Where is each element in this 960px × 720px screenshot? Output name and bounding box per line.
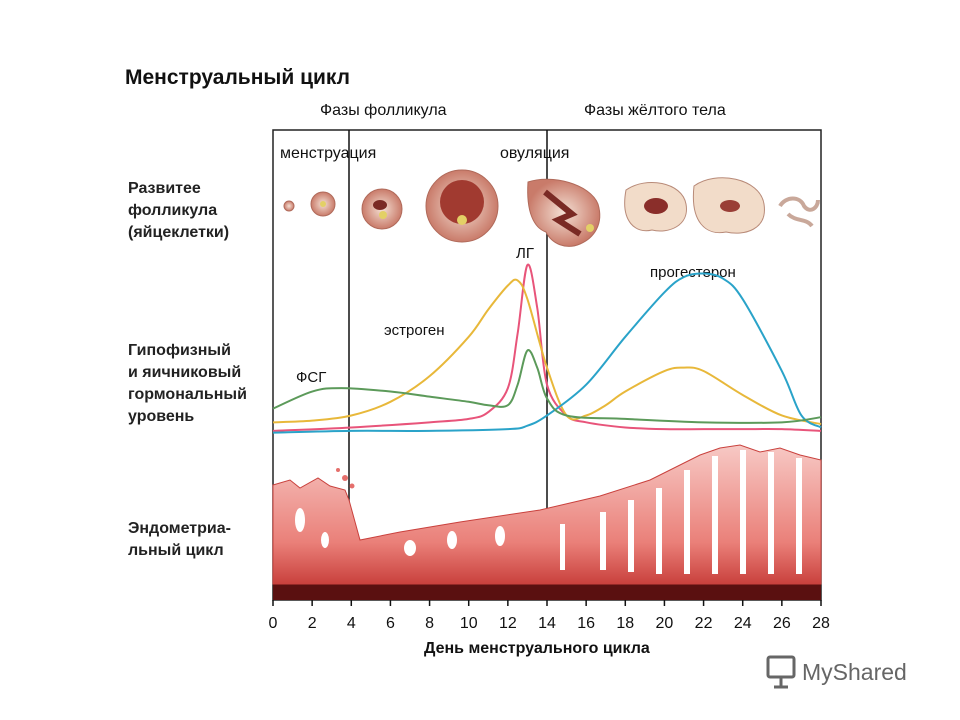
follicular-phase-label: Фазы фолликула: [320, 102, 447, 119]
myshared-watermark: MyShared: [766, 655, 907, 689]
endometrial-glands: [295, 450, 802, 574]
shedding-fragments: [336, 468, 355, 489]
ovulation-label: овуляция: [500, 145, 570, 162]
lh-curve: [272, 263, 822, 432]
x-tick-label: 6: [386, 615, 395, 632]
corpus-luteum-core: [644, 198, 668, 214]
x-tick-label: 8: [425, 615, 434, 632]
follicle-row-label: Развитее фолликула (яйцеклетки): [128, 180, 230, 241]
x-tick-label: 10: [460, 615, 478, 632]
endometrium-row-label: Эндометриа- льный цикл: [128, 520, 231, 559]
x-tick-label: 16: [577, 615, 595, 632]
hormone-curves: [272, 263, 822, 434]
fsh-label: ФСГ: [296, 369, 327, 386]
corpus-albicans: [778, 196, 820, 228]
follicle-rupture: [543, 189, 582, 237]
x-tick-label: 4: [347, 615, 356, 632]
oocyte: [457, 215, 467, 225]
follicle-illustration: [283, 169, 820, 247]
hormone-row-label: Гипофизный и яичниковый гормональный уро…: [128, 342, 247, 425]
follicle-antrum: [373, 200, 387, 210]
watermark-text: MyShared: [802, 658, 907, 685]
diagram-title: Менструальный цикл: [125, 66, 350, 89]
x-tick-label: 20: [656, 615, 674, 632]
x-axis-title: День менструального цикла: [424, 640, 650, 657]
progesterone-label: прогестерон: [650, 264, 736, 281]
corpus-luteum-core: [720, 200, 740, 212]
x-tick-label: 0: [269, 615, 278, 632]
x-tick-label: 18: [616, 615, 634, 632]
lh-label: ЛГ: [516, 245, 534, 262]
x-tick-label: 28: [812, 615, 830, 632]
oocyte: [320, 201, 326, 207]
menstruation-label: менструация: [280, 145, 377, 162]
x-tick-label: 22: [695, 615, 713, 632]
x-tick-label: 12: [499, 615, 517, 632]
estrogen-curve: [272, 278, 822, 426]
ruptured-follicle: [527, 178, 601, 247]
endometrium-illustration: [272, 444, 822, 600]
fsh-curve: [272, 349, 822, 424]
progesterone-curve: [272, 272, 822, 434]
x-tick-label: 24: [734, 615, 752, 632]
endometrium-base: [273, 582, 821, 600]
x-tick-label: 26: [773, 615, 791, 632]
luteal-phase-label: Фазы жёлтого тела: [584, 102, 726, 119]
x-tick-label: 2: [308, 615, 317, 632]
follicle-stage-1: [283, 200, 295, 212]
estrogen-label: эстроген: [384, 322, 445, 339]
presentation-board-icon: [766, 655, 796, 689]
follicle-antrum: [440, 180, 484, 224]
oocyte: [379, 211, 387, 219]
x-tick-label: 14: [538, 615, 556, 632]
oocyte: [586, 224, 594, 232]
